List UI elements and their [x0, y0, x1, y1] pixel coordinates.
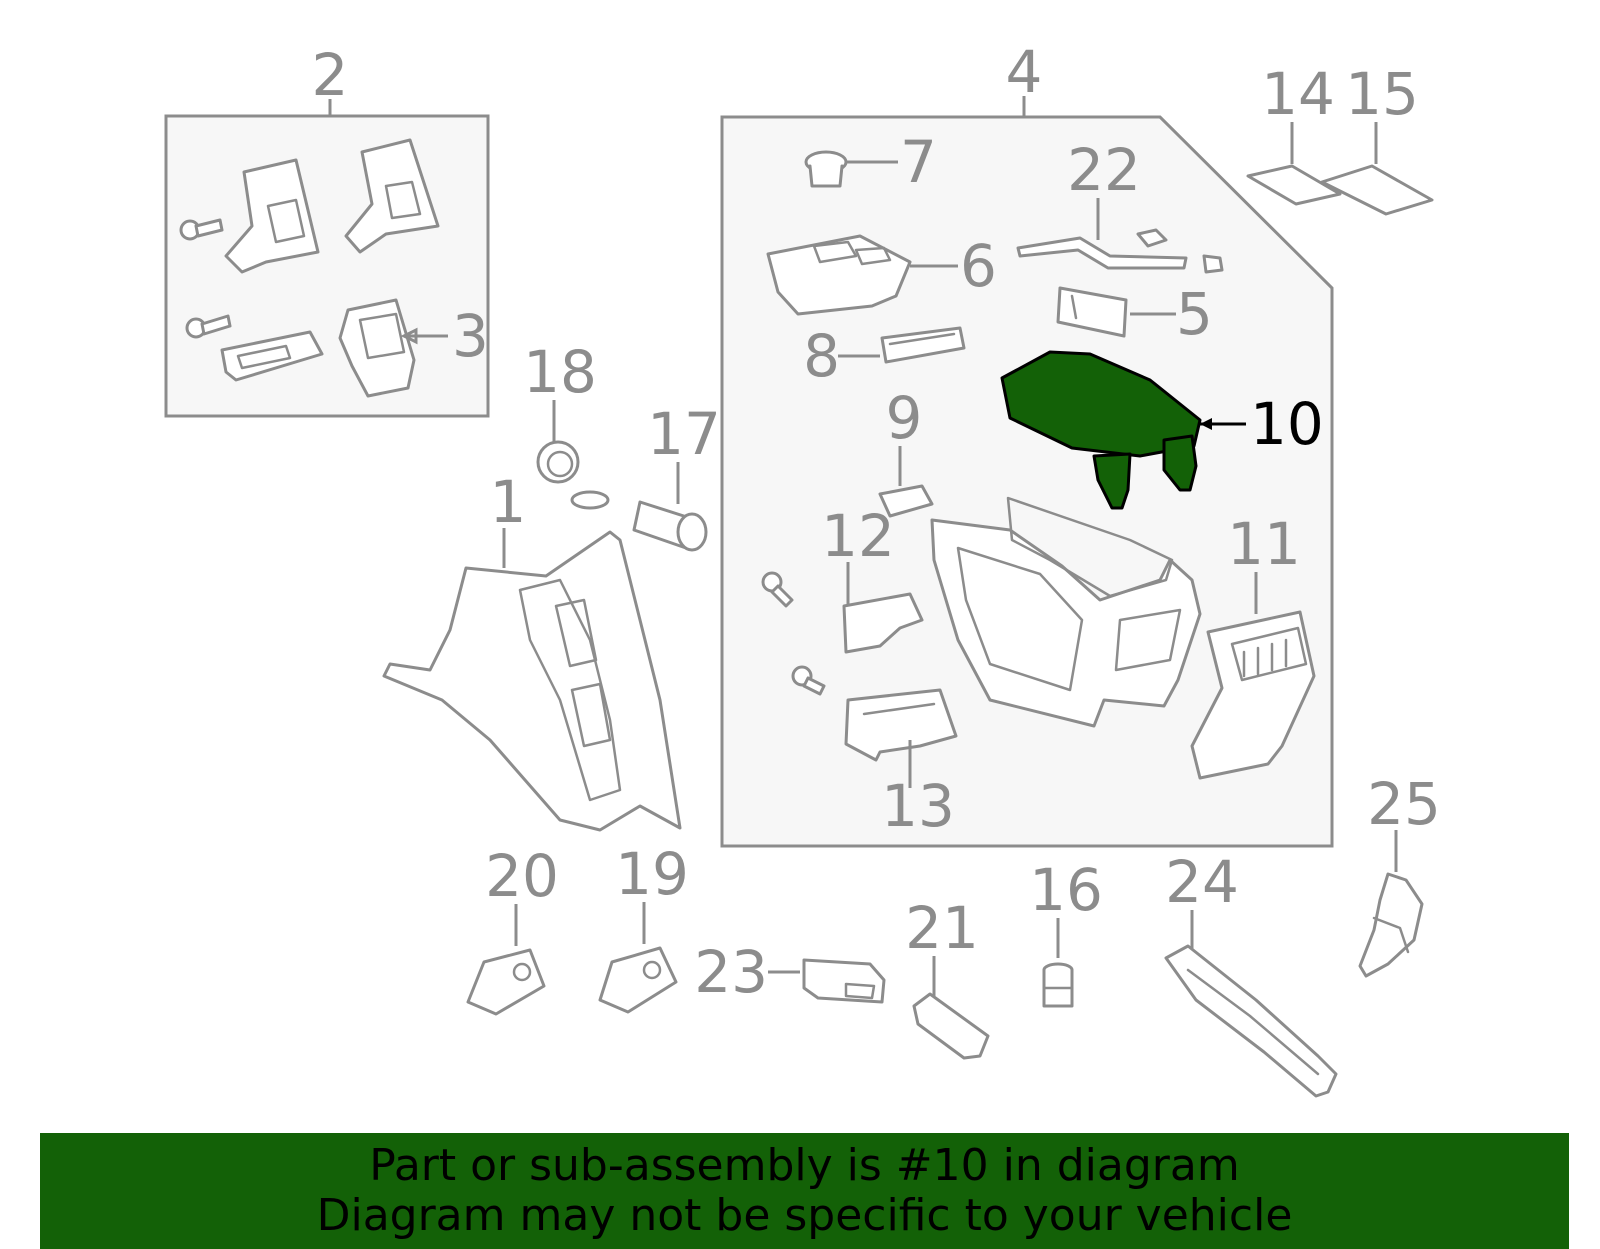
part-1-side-panel: [382, 530, 682, 832]
part-16-fuse: [1042, 962, 1074, 1008]
part-11-rear-vent: [1190, 610, 1316, 780]
part-12-bracket: [842, 592, 924, 654]
callout-3[interactable]: 3: [452, 302, 489, 370]
part-14-pad: [1246, 164, 1342, 206]
callout-7[interactable]: 7: [900, 128, 937, 196]
screw-lower: [185, 314, 232, 339]
part-19-switch: [598, 946, 678, 1014]
callout-18[interactable]: 18: [523, 338, 597, 406]
screw-box4-lower: [791, 665, 826, 696]
info-banner: Part or sub-assembly is #10 in diagram D…: [40, 1133, 1569, 1249]
callout-10[interactable]: 10: [1250, 390, 1324, 458]
callout-20[interactable]: 20: [485, 842, 559, 910]
callout-9[interactable]: 9: [886, 384, 923, 452]
part-trim-left: [224, 158, 320, 274]
callout-25[interactable]: 25: [1367, 770, 1441, 838]
part-console-body: [930, 496, 1202, 728]
callout-16[interactable]: 16: [1029, 856, 1103, 924]
callout-19[interactable]: 19: [615, 840, 689, 908]
screw-upper: [179, 218, 224, 241]
part-3-switch: [338, 298, 416, 398]
callout-4[interactable]: 4: [1006, 38, 1043, 106]
callout-17[interactable]: 17: [647, 400, 721, 468]
part-17-socket: [632, 500, 708, 552]
callout-22[interactable]: 22: [1067, 136, 1141, 204]
part-21-bracket: [912, 992, 990, 1060]
callout-15[interactable]: 15: [1345, 60, 1419, 128]
banner-line-1: Part or sub-assembly is #10 in diagram: [369, 1140, 1240, 1191]
part-18-outlet: [536, 440, 610, 510]
part-7-plug: [804, 150, 848, 188]
screw-box4-upper: [761, 571, 794, 608]
part-trim-right: [344, 138, 440, 254]
callout-11[interactable]: 11: [1227, 510, 1301, 578]
callout-13[interactable]: 13: [881, 772, 955, 840]
part-23-usb: [802, 958, 886, 1004]
part-15-pad: [1320, 164, 1434, 216]
part-20-switch: [466, 948, 546, 1016]
part-8-tray: [880, 326, 966, 364]
callout-6[interactable]: 6: [960, 232, 997, 300]
part-10-armrest[interactable]: [1000, 350, 1202, 510]
part-25-knob: [1358, 872, 1424, 978]
group-box-2: [164, 114, 490, 418]
part-24-rail: [1164, 944, 1338, 1098]
part-9-clip: [878, 484, 934, 518]
callout-2[interactable]: 2: [312, 41, 349, 109]
callout-5[interactable]: 5: [1176, 280, 1213, 348]
banner-line-2: Diagram may not be specific to your vehi…: [316, 1190, 1293, 1241]
part-22-bracket: [1016, 228, 1224, 274]
callout-21[interactable]: 21: [905, 894, 979, 962]
callout-8[interactable]: 8: [803, 322, 840, 390]
part-6-cupholder: [766, 234, 912, 316]
callout-1[interactable]: 1: [490, 468, 527, 536]
part-13-duct: [844, 688, 958, 762]
part-5-cover: [1056, 286, 1128, 338]
callout-23[interactable]: 23: [694, 938, 768, 1006]
callout-12[interactable]: 12: [821, 502, 895, 570]
callout-14[interactable]: 14: [1261, 60, 1335, 128]
callout-24[interactable]: 24: [1165, 848, 1239, 916]
part-bracket: [220, 330, 324, 382]
